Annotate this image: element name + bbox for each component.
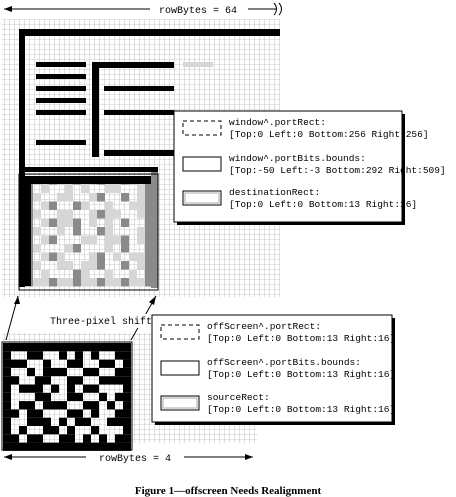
legend-destination-title: destinationRect:: [229, 187, 320, 198]
legend-offscreen-portbits-title: offScreen^.portBits.bounds:: [207, 357, 361, 368]
dashed-swatch-icon: [182, 120, 222, 136]
source-rect: [1, 341, 133, 451]
solid-swatch-icon: [160, 360, 200, 376]
legend-window-portrect-title: window^.portRect:: [229, 117, 326, 128]
legend-window-portrect-value: [Top:0 Left:0 Bottom:256 Right:256]: [229, 129, 429, 140]
legend-source-title: sourceRect:: [207, 392, 270, 403]
window-legend: window^.portRect: [Top:0 Left:0 Bottom:2…: [173, 110, 446, 225]
top-rowbytes-dimension: rowBytes = 64: [4, 2, 282, 17]
legend-destination-value: [Top:0 Left:0 Bottom:13 Right:16]: [229, 199, 417, 210]
top-rowbytes-label: rowBytes = 64: [159, 6, 237, 17]
legend-offscreen-portrect-value: [Top:0 Left:0 Bottom:13 Right:16]: [207, 333, 395, 344]
legend-window-portbits-value: [Top:-50 Left:-3 Bottom:292 Right:509]: [229, 165, 446, 176]
offscreen-legend: offScreen^.portRect: [Top:0 Left:0 Botto…: [151, 314, 395, 425]
dashed-swatch-icon: [160, 324, 200, 340]
legend-source-value: [Top:0 Left:0 Bottom:13 Right:16]: [207, 404, 395, 415]
figure-caption: Figure 1—offscreen Needs Realignment: [135, 485, 322, 497]
legend-offscreen-portrect-title: offScreen^.portRect:: [207, 321, 321, 332]
gray-swatch-icon: [160, 395, 200, 411]
destination-rect: [18, 173, 159, 291]
bottom-rowbytes-dimension: rowBytes = 4: [4, 454, 253, 465]
gray-swatch-icon: [182, 190, 222, 206]
legend-offscreen-portbits-value: [Top:0 Left:0 Bottom:13 Right:16]: [207, 369, 395, 380]
solid-swatch-icon: [182, 156, 222, 172]
legend-window-portbits-title: window^.portBits.bounds:: [229, 153, 366, 164]
bottom-rowbytes-label: rowBytes = 4: [99, 454, 171, 465]
three-pixel-shift-arrows: Three-pixel shift: [5, 295, 160, 341]
three-pixel-shift-label: Three-pixel shift: [50, 316, 152, 328]
